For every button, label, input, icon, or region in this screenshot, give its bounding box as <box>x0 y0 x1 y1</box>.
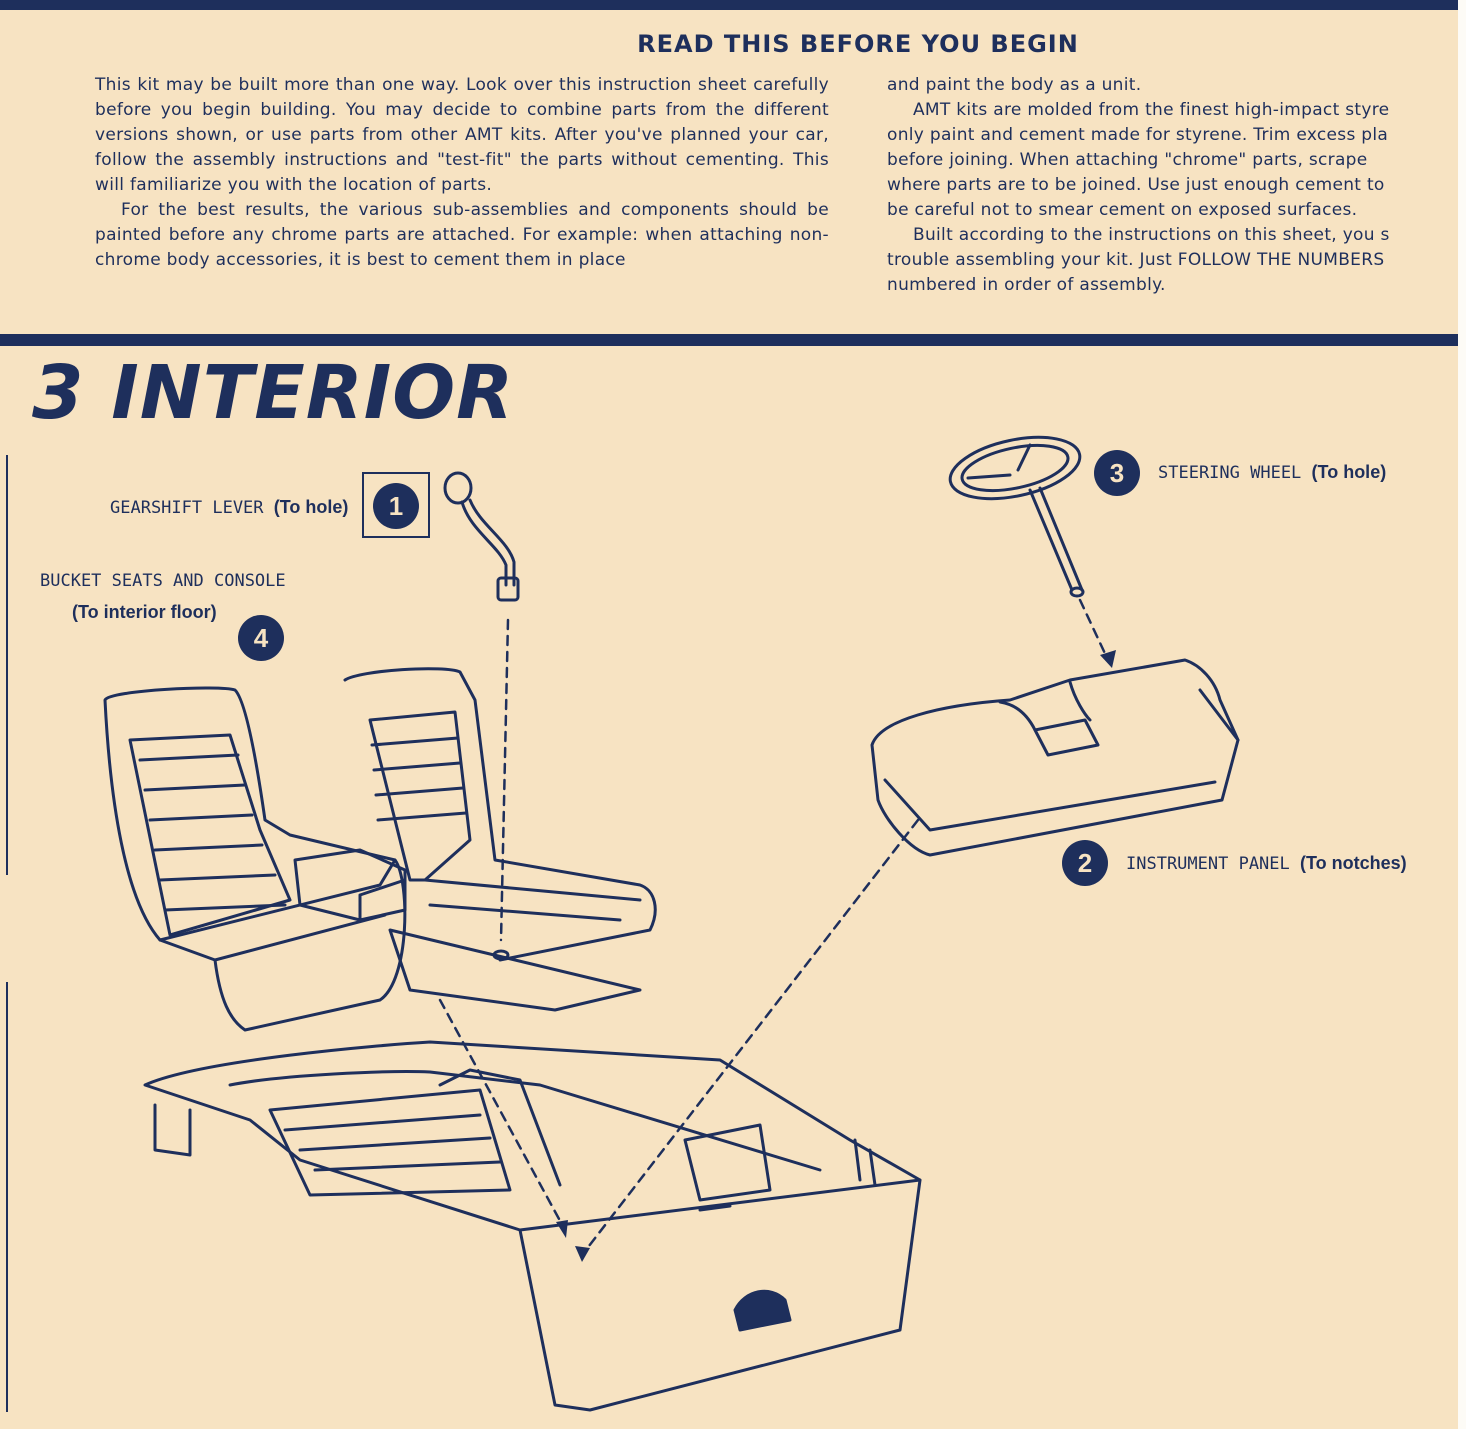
step-4-number: 4 <box>238 615 284 661</box>
step-4-note: (To interior floor) <box>72 602 217 622</box>
intro-left-column: This kit may be built more than one way.… <box>95 73 829 273</box>
intro-line: and paint the body as a unit. <box>887 75 1142 95</box>
left-margin-line <box>6 455 8 875</box>
page-edge <box>1458 0 1466 1429</box>
step-2-label: INSTRUMENT PANEL (To notches) <box>1126 853 1407 874</box>
intro-line: AMT kits are molded from the finest high… <box>913 100 1390 120</box>
bucket-seats-drawing <box>103 667 657 1032</box>
step-1-label: GEARSHIFT LEVER (To hole) <box>110 497 349 518</box>
arrow-heads <box>556 650 1116 1262</box>
step-2-number: 2 <box>1062 840 1108 886</box>
console-drawing <box>293 848 642 1012</box>
intro-line: where parts are to be joined. Use just e… <box>887 175 1385 195</box>
step-4-label: BUCKET SEATS AND CONSOLE <box>40 571 286 591</box>
steering-wheel-drawing <box>948 435 1085 598</box>
intro-right-column: and paint the body as a unit. AMT kits a… <box>887 73 1466 298</box>
section-divider <box>0 334 1466 346</box>
intro-paragraph: This kit may be built more than one way.… <box>95 75 829 195</box>
left-margin-line <box>6 982 8 1412</box>
interior-floor-drawing <box>143 1040 922 1412</box>
assembly-guide-lines <box>438 598 1110 1257</box>
intro-paragraph: For the best results, the various sub-as… <box>95 200 829 270</box>
intro-title: READ THIS BEFORE YOU BEGIN <box>637 30 1079 58</box>
step-1-box <box>362 472 430 538</box>
instrument-panel-drawing <box>870 658 1240 857</box>
intro-line: only paint and cement made for styrene. … <box>887 125 1389 145</box>
top-rule <box>0 0 1466 10</box>
gearshift-lever-drawing <box>443 471 520 602</box>
intro-line: numbered in order of assembly. <box>887 275 1166 295</box>
step-3-label: STEERING WHEEL (To hole) <box>1158 462 1387 483</box>
intro-line: Built according to the instructions on t… <box>913 225 1390 245</box>
intro-line: be careful not to smear cement on expose… <box>887 200 1358 220</box>
section-title: 3 INTERIOR <box>32 350 515 436</box>
intro-line: trouble assembling your kit. Just FOLLOW… <box>887 250 1385 270</box>
step-3-number: 3 <box>1094 450 1140 496</box>
step-1-number: 1 <box>373 483 419 529</box>
intro-line: before joining. When attaching "chrome" … <box>887 150 1368 170</box>
